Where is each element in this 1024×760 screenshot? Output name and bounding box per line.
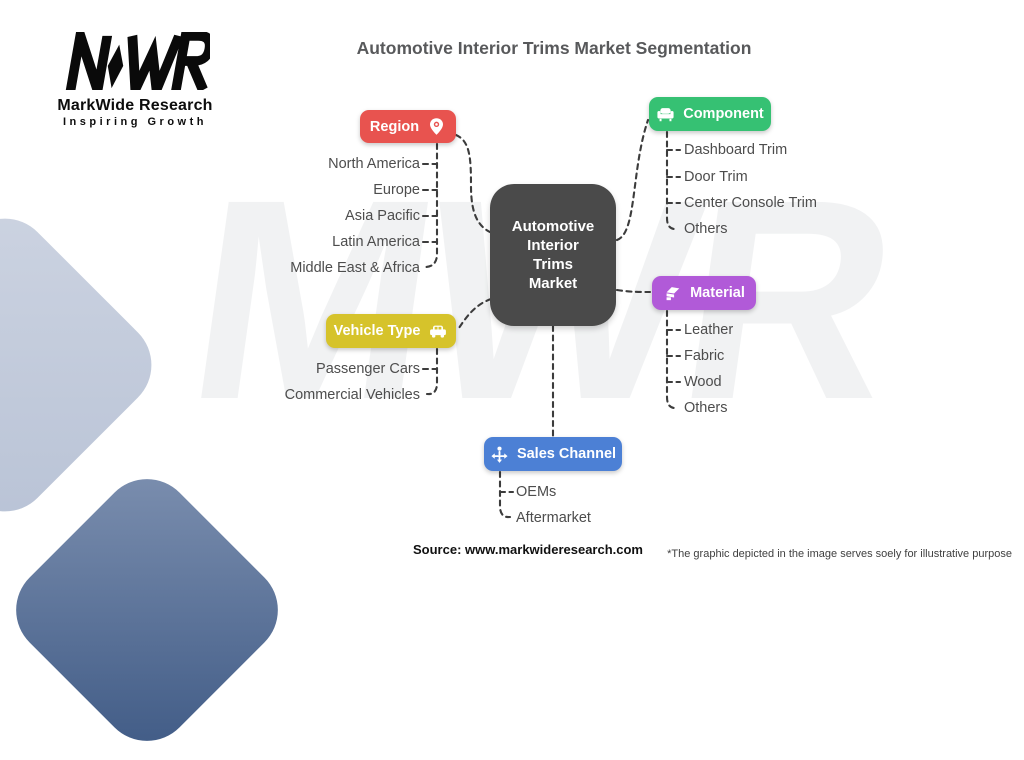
- mwr-logo-icon: [65, 15, 215, 111]
- leaf-component-item: Others: [684, 221, 728, 237]
- branch-node-material: Material: [652, 276, 756, 310]
- leaf-vehicle-type-item: Commercial Vehicles: [284, 387, 420, 403]
- leaf-material-item: Leather: [684, 322, 734, 338]
- leaf-sales-channel-item: OEMs: [516, 484, 557, 500]
- connector-lines: [421, 118, 682, 519]
- leaf-region-item: North America: [328, 156, 420, 172]
- branch-node-sales-channel: Sales Channel: [484, 437, 622, 471]
- logo-tagline: Inspiring Growth: [63, 116, 207, 128]
- leaf-component-item: Dashboard Trim: [684, 142, 788, 158]
- markwide-logo: MarkWide Research Inspiring Growth: [50, 15, 220, 128]
- leaf-material-item: Others: [684, 400, 728, 416]
- leaf-region-item: Middle East & Africa: [290, 260, 420, 276]
- distribution-icon: [490, 445, 509, 464]
- branch-node-region: Region: [360, 110, 456, 143]
- branch-node-vehicle-type: Vehicle Type: [326, 314, 456, 348]
- source-text: Source: www.markwideresearch.com: [412, 542, 644, 557]
- leaf-region-item: Latin America: [332, 234, 420, 250]
- page-title: Automotive Interior Trims Market Segment…: [356, 38, 752, 58]
- leaf-material-item: Fabric: [684, 348, 725, 364]
- branch-node-component: Component: [649, 97, 771, 131]
- branch-component-label: Component: [683, 106, 764, 122]
- logo-name: MarkWide Research: [57, 97, 213, 114]
- central-node: Automotive Interior Trims Market: [490, 184, 616, 326]
- central-node-line: Interior: [527, 237, 579, 254]
- material-swatch-icon: [663, 284, 682, 303]
- central-node-line: Trims: [532, 256, 574, 273]
- branch-material-label: Material: [690, 285, 745, 301]
- leaf-component-item: Door Trim: [684, 169, 748, 185]
- leaf-material-item: Wood: [684, 374, 722, 390]
- leaf-sales-channel-item: Aftermarket: [516, 510, 591, 526]
- sofa-icon: [656, 105, 675, 124]
- branch-region-label: Region: [369, 118, 420, 135]
- leaf-region-item: Asia Pacific: [345, 208, 420, 224]
- branch-sales-channel-label: Sales Channel: [516, 446, 617, 462]
- central-node-line: Automotive: [511, 218, 595, 235]
- leaf-vehicle-type-item: Passenger Cars: [316, 361, 420, 377]
- leaf-region-item: Europe: [373, 182, 420, 198]
- car-icon: [428, 321, 448, 341]
- disclaimer-text: *The graphic depicted in the image serve…: [667, 548, 1012, 560]
- leaf-component-item: Center Console Trim: [684, 195, 817, 211]
- map-pin-gear-icon: [427, 117, 446, 136]
- central-node-line: Market: [528, 275, 578, 292]
- branch-vehicle-type-label: Vehicle Type: [333, 323, 421, 339]
